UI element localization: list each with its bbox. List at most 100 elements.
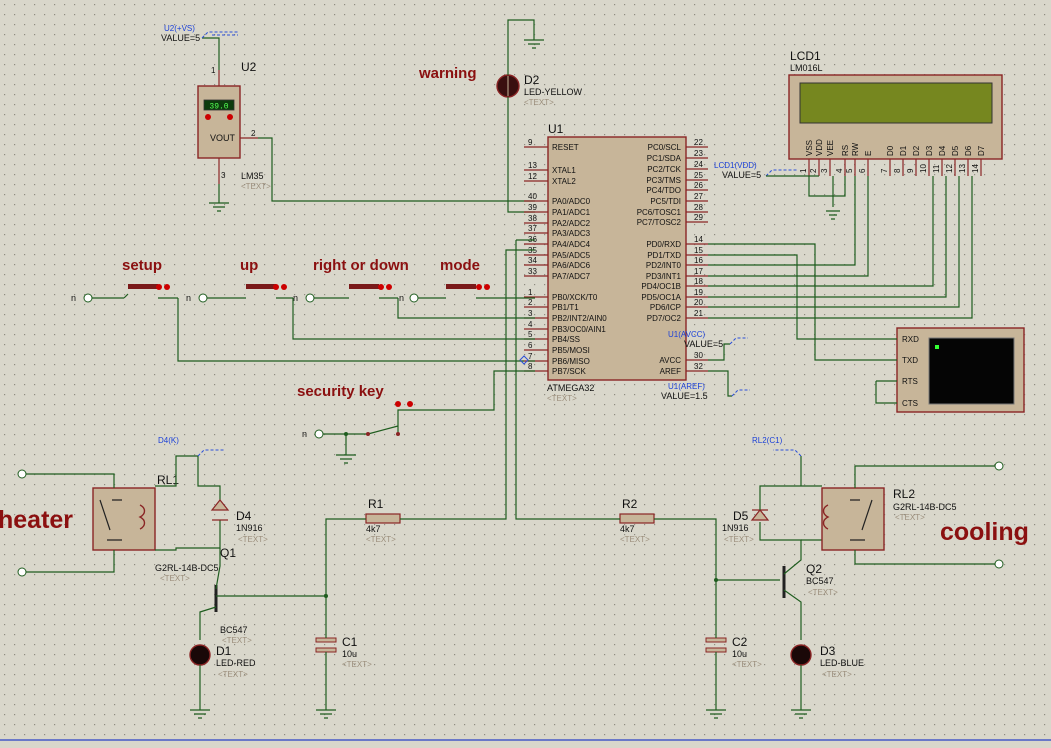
u1-pin-name: PC4/TDO bbox=[646, 186, 681, 195]
terminal-screen bbox=[928, 337, 1015, 405]
right-or-down-button[interactable] bbox=[305, 284, 398, 303]
terminal-pin-name: RTS bbox=[902, 377, 918, 386]
d2-ref: D2 bbox=[524, 73, 540, 87]
d4-text: <TEXT> bbox=[238, 535, 268, 544]
up-button[interactable] bbox=[198, 284, 293, 303]
rl2-model: G2RL-14B-DC5 bbox=[893, 502, 957, 512]
q2-ref: Q2 bbox=[806, 562, 822, 576]
d4-ref: D4 bbox=[236, 509, 252, 523]
u2-ref: U2 bbox=[241, 60, 257, 74]
u2-ground bbox=[209, 184, 229, 212]
u1-pin-name: PB3/OC0/AIN1 bbox=[552, 325, 606, 334]
u1-pin-name: PC1/SDA bbox=[647, 154, 682, 163]
lcd-pin-number: 10 bbox=[919, 164, 928, 173]
security-key-switch[interactable] bbox=[314, 370, 535, 439]
increase-temp-button[interactable] bbox=[227, 114, 233, 120]
u1-pin-number: 20 bbox=[694, 298, 703, 307]
decrease-temp-button[interactable] bbox=[205, 114, 211, 120]
lcd-pin-name: D5 bbox=[951, 145, 960, 156]
mode-button[interactable] bbox=[409, 284, 535, 303]
lcd-pin-name: D6 bbox=[964, 145, 973, 156]
diode-d4 bbox=[210, 499, 230, 521]
u1-pin-name: PC0/SCL bbox=[648, 143, 682, 152]
cooling-terminal-bottom bbox=[994, 559, 1004, 569]
d3-ref: D3 bbox=[820, 644, 836, 658]
d1-ref: D1 bbox=[216, 644, 232, 658]
mode-caption: mode bbox=[440, 257, 480, 274]
u1-pin-number: 18 bbox=[694, 277, 703, 286]
lcd-module: VSS1VDD2VEE3RS4RW5E6D07D18D29D310D411D51… bbox=[788, 74, 1003, 176]
lcd-pin-number: 12 bbox=[945, 164, 954, 173]
u1-pin-number: 13 bbox=[528, 161, 537, 170]
r2-text: <TEXT> bbox=[620, 535, 650, 544]
lcd-pin-number: 7 bbox=[880, 168, 889, 173]
u1-text: <TEXT> bbox=[547, 394, 577, 403]
lcd-pin-name: RW bbox=[851, 142, 860, 156]
lcd-pin-number: 4 bbox=[835, 168, 844, 173]
u1-pin-name: PB1/T1 bbox=[552, 303, 579, 312]
lcd-pin-number: 14 bbox=[971, 164, 980, 173]
temperature-display bbox=[203, 99, 235, 111]
d3-text: <TEXT> bbox=[822, 670, 852, 679]
u1-pin-name: AREF bbox=[660, 367, 681, 376]
lcd-pin-name: E bbox=[864, 151, 873, 156]
terminal-pin-name: CTS bbox=[902, 399, 918, 408]
u1-pin-number: 25 bbox=[694, 171, 703, 180]
r2-value: 4k7 bbox=[620, 524, 635, 534]
u1-pin-name: PD0/RXD bbox=[646, 240, 681, 249]
lcd-pin-name: D0 bbox=[886, 145, 895, 156]
lcd-pin-name: D3 bbox=[925, 145, 934, 156]
setup-button[interactable] bbox=[83, 284, 178, 303]
lcd-pin-name: D1 bbox=[899, 145, 908, 156]
u1-pin-name: PB4/SS bbox=[552, 335, 580, 344]
lcd-pin-number: 9 bbox=[906, 168, 915, 173]
u2-vs-probe: U2(+VS) bbox=[164, 24, 195, 33]
u2-pin3: 3 bbox=[221, 171, 226, 180]
u1-pin-number: 33 bbox=[528, 267, 537, 276]
u1-pin-number: 27 bbox=[694, 192, 703, 201]
q2-model: BC547 bbox=[806, 576, 834, 586]
u1-pin-name: PD3/INT1 bbox=[646, 272, 682, 281]
right-or-down-terminal-n: n bbox=[293, 293, 298, 303]
lcd-pin-name: D4 bbox=[938, 145, 947, 156]
d5-ref: D5 bbox=[733, 509, 749, 523]
u1-pin-number: 8 bbox=[528, 362, 533, 371]
u2-text: <TEXT> bbox=[241, 182, 271, 191]
u1-pin-number: 12 bbox=[528, 172, 537, 181]
lcd-pin-name: D7 bbox=[977, 145, 986, 156]
d4-k-probe: D4(K) bbox=[158, 436, 179, 445]
lcd-vdd-value: VALUE=5 bbox=[722, 170, 761, 180]
u1-pin-number: 37 bbox=[528, 224, 537, 233]
c1-text: <TEXT> bbox=[342, 660, 372, 669]
u1-pin-number: 34 bbox=[528, 256, 537, 265]
u1-pin-number: 24 bbox=[694, 160, 703, 169]
aref-probe-value: VALUE=1.5 bbox=[661, 391, 708, 401]
rl1-text: <TEXT> bbox=[160, 574, 190, 583]
u1-pin-number: 16 bbox=[694, 256, 703, 265]
u1-pin-name: XTAL1 bbox=[552, 166, 576, 175]
u1-pin-name: PD2/INT0 bbox=[646, 261, 682, 270]
u1-pin-name: PB2/INT2/AIN0 bbox=[552, 314, 607, 323]
u1-pin-number: 7 bbox=[528, 352, 533, 361]
u1-pin-number: 5 bbox=[528, 330, 533, 339]
u1-pin-number: 9 bbox=[528, 138, 533, 147]
d5-model: 1N916 bbox=[722, 523, 749, 533]
u1-pin-number: 6 bbox=[528, 341, 533, 350]
u1-pin-number: 40 bbox=[528, 192, 537, 201]
heater-terminal-top bbox=[17, 469, 27, 479]
c2-text: <TEXT> bbox=[732, 660, 762, 669]
lm35-sensor[interactable]: 39.0 VOUT bbox=[197, 70, 258, 184]
u1-pin-number: 21 bbox=[694, 309, 703, 318]
q1-ref: Q1 bbox=[220, 546, 236, 560]
security-key-terminal-n: n bbox=[302, 429, 307, 439]
lcd-screen bbox=[799, 82, 993, 124]
d3-model: LED-BLUE bbox=[820, 658, 864, 668]
u1-pin-name: PA0/ADC0 bbox=[552, 197, 591, 206]
u1-pin-name: PD1/TXD bbox=[647, 251, 681, 260]
u1-pin-name: PA2/ADC2 bbox=[552, 219, 591, 228]
u1-pin-number: 38 bbox=[528, 214, 537, 223]
u2-vs-value: VALUE=5 bbox=[161, 33, 200, 43]
u1-pin-number: 17 bbox=[694, 267, 703, 276]
